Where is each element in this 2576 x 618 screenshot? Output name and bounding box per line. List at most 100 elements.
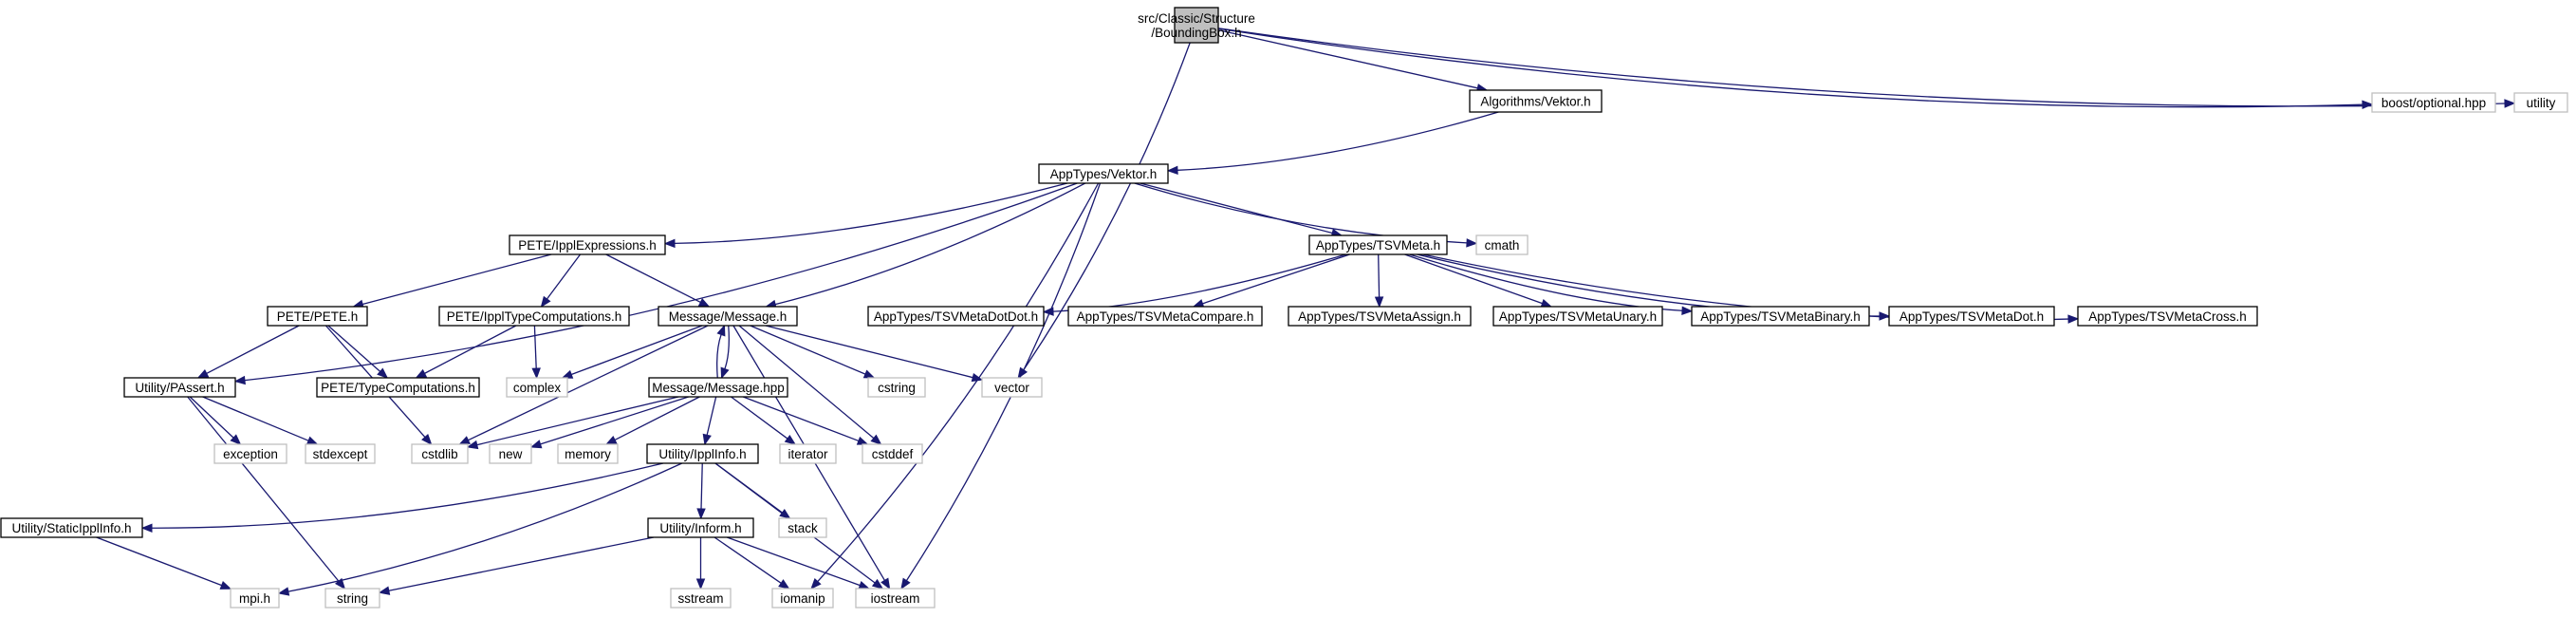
- edge-line: [468, 325, 709, 441]
- edge-message_hpp-to-ipplinfo: [702, 396, 717, 446]
- edge-line: [1177, 111, 1499, 171]
- node-box: [647, 517, 754, 538]
- node-tsv-assign[interactable]: AppTypes/TSVMetaAssign.h: [1288, 306, 1472, 327]
- node-box: [1308, 234, 1448, 255]
- arrowhead: [415, 368, 428, 379]
- edge-line: [750, 325, 866, 375]
- node-label: Algorithms/Vektor.h: [1480, 95, 1590, 109]
- edge-message_hpp-to-memory: [604, 396, 700, 445]
- node-inform[interactable]: Utility/Inform.h: [647, 517, 754, 538]
- arrowhead: [196, 368, 210, 379]
- node-tsv-dotdot[interactable]: AppTypes/TSVMetaDotDot.h: [867, 306, 1045, 327]
- node-label: src/Classic/Structure: [1138, 11, 1255, 26]
- arrowhead: [871, 578, 884, 590]
- edge-app_vektor-to-tsvmeta: [1140, 182, 1344, 237]
- node-label: stdexcept: [313, 447, 368, 461]
- edge-tsvmeta-to-tsv_unary: [1404, 253, 1553, 308]
- edge-line: [244, 182, 1078, 382]
- node-pete-typecomp[interactable]: PETE/TypeComputations.h: [316, 377, 480, 398]
- node-tsvmeta[interactable]: AppTypes/TSVMeta.h: [1308, 234, 1448, 255]
- node-box: [489, 443, 532, 464]
- edge-line: [742, 396, 860, 442]
- node-label: vector: [994, 381, 1029, 395]
- edge-line: [202, 396, 309, 441]
- node-tsv-unary[interactable]: AppTypes/TSVMetaUnary.h: [1492, 306, 1663, 327]
- edge-app_vektor-to-passert: [233, 182, 1078, 385]
- node-passert[interactable]: Utility/PAssert.h: [123, 377, 236, 398]
- node-box: [506, 377, 568, 398]
- node-complex: complex: [506, 377, 568, 398]
- arrowhead: [696, 508, 706, 520]
- edge-line: [706, 396, 717, 436]
- node-alg-vektor[interactable]: Algorithms/Vektor.h: [1469, 89, 1603, 113]
- node-message-h[interactable]: Message/Message.h: [658, 306, 798, 327]
- node-box: [316, 377, 480, 398]
- node-pete-h[interactable]: PETE/PETE.h: [267, 306, 368, 327]
- node-label: PETE/TypeComputations.h: [321, 381, 475, 395]
- edge-ippl_expr-to-message_h: [605, 253, 711, 308]
- node-box: [1691, 306, 1870, 327]
- edge-line: [361, 253, 552, 306]
- node-cstring: cstring: [867, 377, 926, 398]
- edge-ippl_typecomp-to-complex: [531, 325, 541, 380]
- edge-line: [738, 325, 875, 440]
- arrowhead: [378, 586, 391, 595]
- edge-line: [1134, 182, 1468, 244]
- edge-line: [546, 253, 582, 300]
- edge-line: [724, 325, 730, 369]
- edge-line: [713, 536, 782, 584]
- edge-passert-to-exception: [189, 396, 242, 445]
- arrowhead: [702, 433, 712, 446]
- edge-tsvmeta-to-tsv_assign: [1374, 253, 1384, 309]
- node-vector: vector: [981, 377, 1043, 398]
- edge-line: [817, 182, 1100, 583]
- node-utility: utility: [2513, 92, 2568, 113]
- node-box: [213, 443, 287, 464]
- node-message-hpp[interactable]: Message/Message.hpp: [648, 377, 788, 398]
- arrowhead: [2362, 100, 2374, 109]
- edge-tsvmeta-to-tsv_compare: [1192, 253, 1350, 309]
- node-box: [2513, 92, 2568, 113]
- node-ippl-expr[interactable]: PETE/IpplExpressions.h: [509, 234, 666, 255]
- arrowhead: [458, 436, 471, 445]
- edge-ipplinfo-to-mpi: [277, 462, 683, 596]
- edge-line: [476, 396, 679, 446]
- node-label: Utility/Inform.h: [659, 521, 741, 535]
- edge-line: [716, 334, 722, 379]
- arrowhead: [810, 578, 822, 590]
- edge-line: [327, 325, 381, 372]
- node-label: PETE/PETE.h: [277, 309, 359, 324]
- node-app-vektor[interactable]: AppTypes/Vektor.h: [1038, 163, 1169, 184]
- edge-message_h-to-complex: [561, 325, 703, 379]
- arrowhead: [531, 367, 541, 380]
- edge-ipplinfo-to-inform: [696, 462, 706, 520]
- node-label: AppTypes/Vektor.h: [1050, 167, 1158, 181]
- node-tsv-binary[interactable]: AppTypes/TSVMetaBinary.h: [1691, 306, 1870, 327]
- node-ipplinfo[interactable]: Utility/IpplInfo.h: [646, 443, 759, 464]
- node-tsv-compare[interactable]: AppTypes/TSVMetaCompare.h: [1067, 306, 1263, 327]
- arrowhead: [466, 440, 479, 450]
- node-label: memory: [565, 447, 611, 461]
- node-label: AppTypes/TSVMetaBinary.h: [1700, 309, 1861, 324]
- node-ippl-typecomp[interactable]: PETE/IpplTypeComputations.h: [438, 306, 630, 327]
- edge-message_h-to-cstdlib: [458, 325, 709, 445]
- node-label: PETE/IpplExpressions.h: [518, 238, 657, 253]
- node-cstddef: cstddef: [862, 443, 923, 464]
- edge-message_hpp-to-cstdlib: [466, 396, 679, 450]
- node-label: AppTypes/TSVMetaAssign.h: [1298, 309, 1461, 324]
- edge-inform-to-string: [378, 536, 655, 595]
- edge-line: [96, 536, 222, 587]
- node-box: [1038, 163, 1169, 184]
- node-exception: exception: [213, 443, 287, 464]
- edge-line: [533, 325, 537, 369]
- node-box: [267, 306, 368, 327]
- node-label: Utility/PAssert.h: [135, 381, 224, 395]
- arrowhead: [697, 298, 711, 308]
- node-static-ipplinfo[interactable]: Utility/StaticIpplInfo.h: [0, 517, 143, 538]
- node-label: AppTypes/TSVMetaUnary.h: [1499, 309, 1657, 324]
- node-tsv-cross[interactable]: AppTypes/TSVMetaCross.h: [2077, 306, 2258, 327]
- arrowhead: [862, 369, 876, 379]
- node-tsv-dot[interactable]: AppTypes/TSVMetaDot.h: [1888, 306, 2055, 327]
- node-label: Message/Message.hpp: [652, 381, 785, 395]
